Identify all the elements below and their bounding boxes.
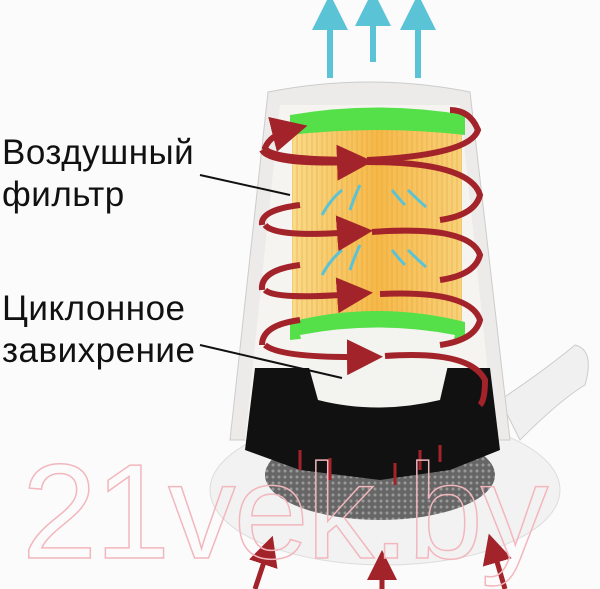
watermark: 21vek.by <box>22 436 549 587</box>
cyclone-swirl <box>258 107 489 408</box>
airflow-in-arrows <box>249 533 512 589</box>
cyclone-label: Циклонное завихрение <box>2 288 195 372</box>
mesh-inflow-arrows <box>298 445 442 485</box>
filter-cone <box>300 327 455 408</box>
hose-connector <box>499 344 589 441</box>
air-filter-label-line1: Воздушный <box>2 133 195 172</box>
filter-top-rim <box>290 107 465 135</box>
cyclone-leader-line <box>199 344 343 379</box>
cyclone-label-line1: Циклонное <box>2 289 186 328</box>
cyclone-label-line2: завихрение <box>2 331 196 370</box>
air-filter-leader-line <box>199 174 291 196</box>
air-filter-label: Воздушный фильтр <box>2 132 194 216</box>
air-filter-label-line2: фильтр <box>2 175 125 214</box>
airflow-out-arrows <box>312 0 436 78</box>
